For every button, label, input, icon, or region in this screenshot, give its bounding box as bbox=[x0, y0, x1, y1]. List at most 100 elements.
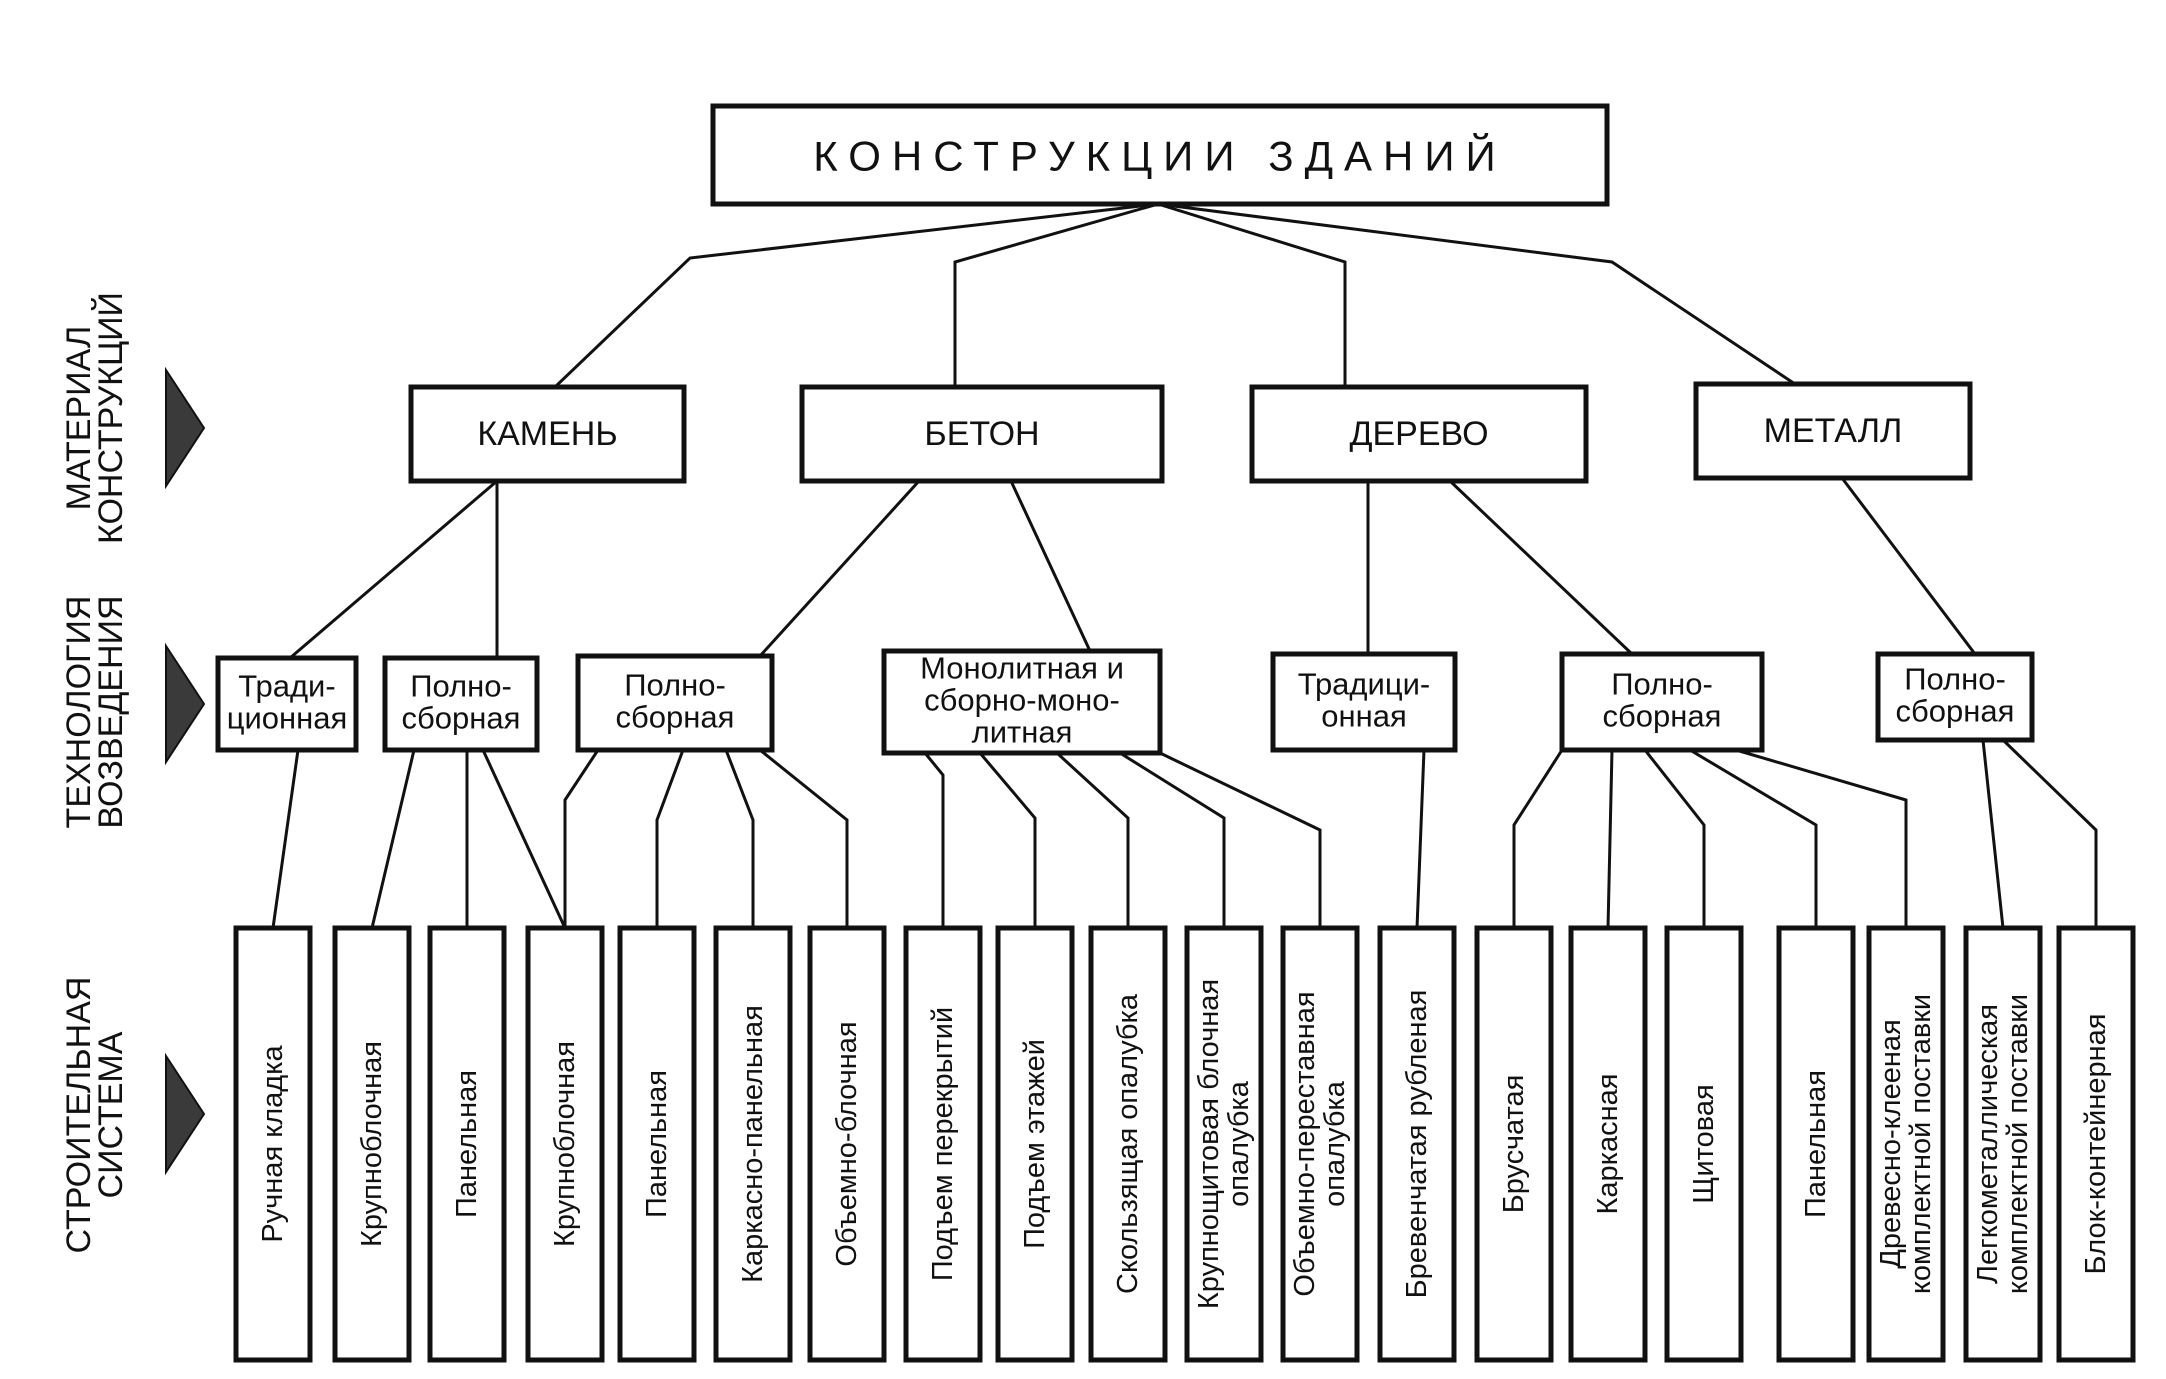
system-label-s11: Крупнощитовая блочная bbox=[1193, 979, 1225, 1309]
connector-sys-s18 bbox=[1735, 748, 1908, 928]
technology-label-concrete-prefab: Полно- bbox=[624, 668, 726, 703]
system-label-s18: комплектной поставки bbox=[1905, 994, 1937, 1294]
connector-metal-prefab bbox=[1840, 477, 1977, 655]
system-label-s14: Брусчатая bbox=[1498, 1075, 1530, 1214]
system-label-s7: Объемно-блочная bbox=[831, 1021, 863, 1266]
system-box-s16 bbox=[1664, 925, 1744, 1363]
connector-sys-s2 bbox=[370, 749, 416, 929]
system-label-s8: Подъем перекрытий bbox=[927, 1007, 959, 1281]
side-label-material: КОНСТРУКЦИЙ bbox=[92, 292, 130, 544]
connector-title-concrete bbox=[953, 202, 1159, 387]
level-arrow-icon bbox=[165, 1052, 206, 1176]
material-box-stone bbox=[408, 384, 687, 484]
technology-label-wood-prefab: сборная bbox=[1603, 699, 1722, 734]
technology-box-metal-prefab bbox=[1875, 651, 2035, 743]
material-label-metal: МЕТАЛЛ bbox=[1764, 412, 1903, 450]
technology-label-wood-traditional: Традици- bbox=[1298, 667, 1430, 702]
technology-label-stone-traditional: ционная bbox=[227, 701, 348, 736]
technology-label-concrete-prefab: сборная bbox=[616, 700, 735, 735]
system-box-s15 bbox=[1568, 925, 1648, 1363]
connector-sys-s10 bbox=[1055, 751, 1130, 928]
title-box bbox=[710, 103, 1610, 207]
technology-label-metal-prefab: сборная bbox=[1896, 694, 2015, 729]
material-box-concrete bbox=[799, 384, 1165, 484]
connector-sys-s20 bbox=[2001, 738, 2098, 928]
level-arrow-icon bbox=[165, 366, 206, 490]
material-box-metal bbox=[1693, 381, 1973, 481]
connector-sys-s4b bbox=[563, 749, 600, 928]
diagram-title: КОНСТРУКЦИИ ЗДАНИЙ bbox=[813, 132, 1506, 180]
connector-sys-s7 bbox=[759, 748, 849, 928]
technology-label-concrete-monolithic: Монолитная и bbox=[920, 651, 1124, 686]
system-label-s11: опалубка bbox=[1223, 1080, 1255, 1207]
connector-sys-s19 bbox=[1981, 739, 2005, 929]
system-label-s10: Скользящая опалубка bbox=[1112, 993, 1144, 1294]
connector-wood-prefab bbox=[1448, 479, 1634, 656]
side-labels: МАТЕРИАЛКОНСТРУКЦИЙТЕХНОЛОГИЯВОЗВЕДЕНИЯС… bbox=[60, 292, 206, 1254]
connector-sys-s5 bbox=[655, 749, 685, 928]
connector-sys-s9 bbox=[978, 752, 1037, 928]
system-label-s15: Каркасная bbox=[1592, 1074, 1624, 1215]
system-label-s16: Щитовая bbox=[1688, 1084, 1720, 1203]
system-label-s17: Панельная bbox=[1800, 1070, 1832, 1218]
connector-sys-s12 bbox=[1159, 751, 1322, 928]
technology-label-wood-prefab: Полно- bbox=[1611, 667, 1713, 702]
system-box-s11 bbox=[1184, 925, 1264, 1363]
connector-sys-s16 bbox=[1643, 749, 1706, 928]
connector-sys-s8 bbox=[923, 752, 945, 928]
side-label-technology: ВОЗВЕДЕНИЯ bbox=[92, 595, 130, 828]
connector-title-wood bbox=[1157, 202, 1347, 387]
system-label-s13: Бревенчатая рубленая bbox=[1401, 990, 1433, 1299]
technology-label-stone-traditional: Тради- bbox=[238, 669, 335, 704]
system-box-s4 bbox=[525, 925, 605, 1363]
system-box-s5 bbox=[617, 925, 697, 1363]
level-arrow-icon bbox=[165, 642, 206, 766]
material-label-concrete: БЕТОН bbox=[924, 415, 1039, 453]
technology-label-stone-prefab: Полно- bbox=[410, 669, 512, 704]
material-box-wood bbox=[1249, 384, 1589, 484]
system-box-s19 bbox=[1963, 925, 2043, 1363]
system-box-s9 bbox=[995, 925, 1075, 1363]
technology-label-concrete-monolithic: литная bbox=[972, 715, 1073, 750]
connector-sys-s4a bbox=[481, 749, 567, 929]
system-label-s19: комплектной поставки bbox=[2002, 994, 2034, 1294]
system-label-s12: Объемно-переставная bbox=[1289, 991, 1321, 1296]
connector-sys-s6 bbox=[724, 749, 755, 928]
connector-sys-s15 bbox=[1606, 749, 1614, 929]
side-label-material: МАТЕРИАЛ bbox=[60, 326, 98, 511]
system-box-s7 bbox=[807, 925, 887, 1363]
system-label-s3: Панельная bbox=[451, 1070, 483, 1218]
material-label-stone: КАМЕНЬ bbox=[477, 415, 617, 453]
connector-sys-s1 bbox=[271, 749, 300, 929]
connector-concrete-monolithic bbox=[1009, 480, 1092, 652]
system-box-s17 bbox=[1776, 925, 1856, 1363]
system-label-s1: Ручная кладка bbox=[257, 1044, 289, 1242]
system-label-s12: опалубка bbox=[1319, 1080, 1351, 1207]
system-label-s2: Крупноблочная bbox=[356, 1041, 388, 1247]
technology-label-metal-prefab: Полно- bbox=[1904, 662, 2006, 697]
connector-concrete-prefab bbox=[758, 479, 921, 658]
connector-stone-traditional bbox=[289, 479, 498, 660]
connector-title-metal bbox=[1157, 202, 1796, 386]
side-label-system: СТРОИТЕЛЬНАЯ bbox=[60, 977, 98, 1254]
technology-box-wood-traditional bbox=[1270, 651, 1458, 753]
connector-lines bbox=[271, 202, 2098, 929]
connector-sys-s14 bbox=[1512, 749, 1564, 928]
technology-label-stone-prefab: сборная bbox=[402, 701, 521, 736]
system-box-s3 bbox=[427, 925, 507, 1363]
system-box-s1 bbox=[233, 925, 313, 1363]
system-box-s18 bbox=[1866, 925, 1946, 1363]
connector-sys-s13 bbox=[1415, 749, 1426, 929]
system-label-s19: Легкометаллическая bbox=[1972, 1004, 2004, 1284]
system-label-s5: Панельная bbox=[641, 1070, 673, 1218]
technology-box-concrete-prefab bbox=[575, 653, 775, 753]
technology-box-concrete-monolithic bbox=[881, 648, 1163, 756]
system-box-s6 bbox=[713, 925, 793, 1363]
system-box-s13 bbox=[1377, 925, 1457, 1363]
material-label-wood: ДЕРЕВО bbox=[1349, 415, 1488, 453]
technology-box-stone-prefab bbox=[382, 655, 540, 753]
technology-box-wood-prefab bbox=[1559, 651, 1765, 753]
technology-label-concrete-monolithic: сборно-моно- bbox=[924, 683, 1120, 718]
connector-title-stone bbox=[553, 202, 1159, 389]
